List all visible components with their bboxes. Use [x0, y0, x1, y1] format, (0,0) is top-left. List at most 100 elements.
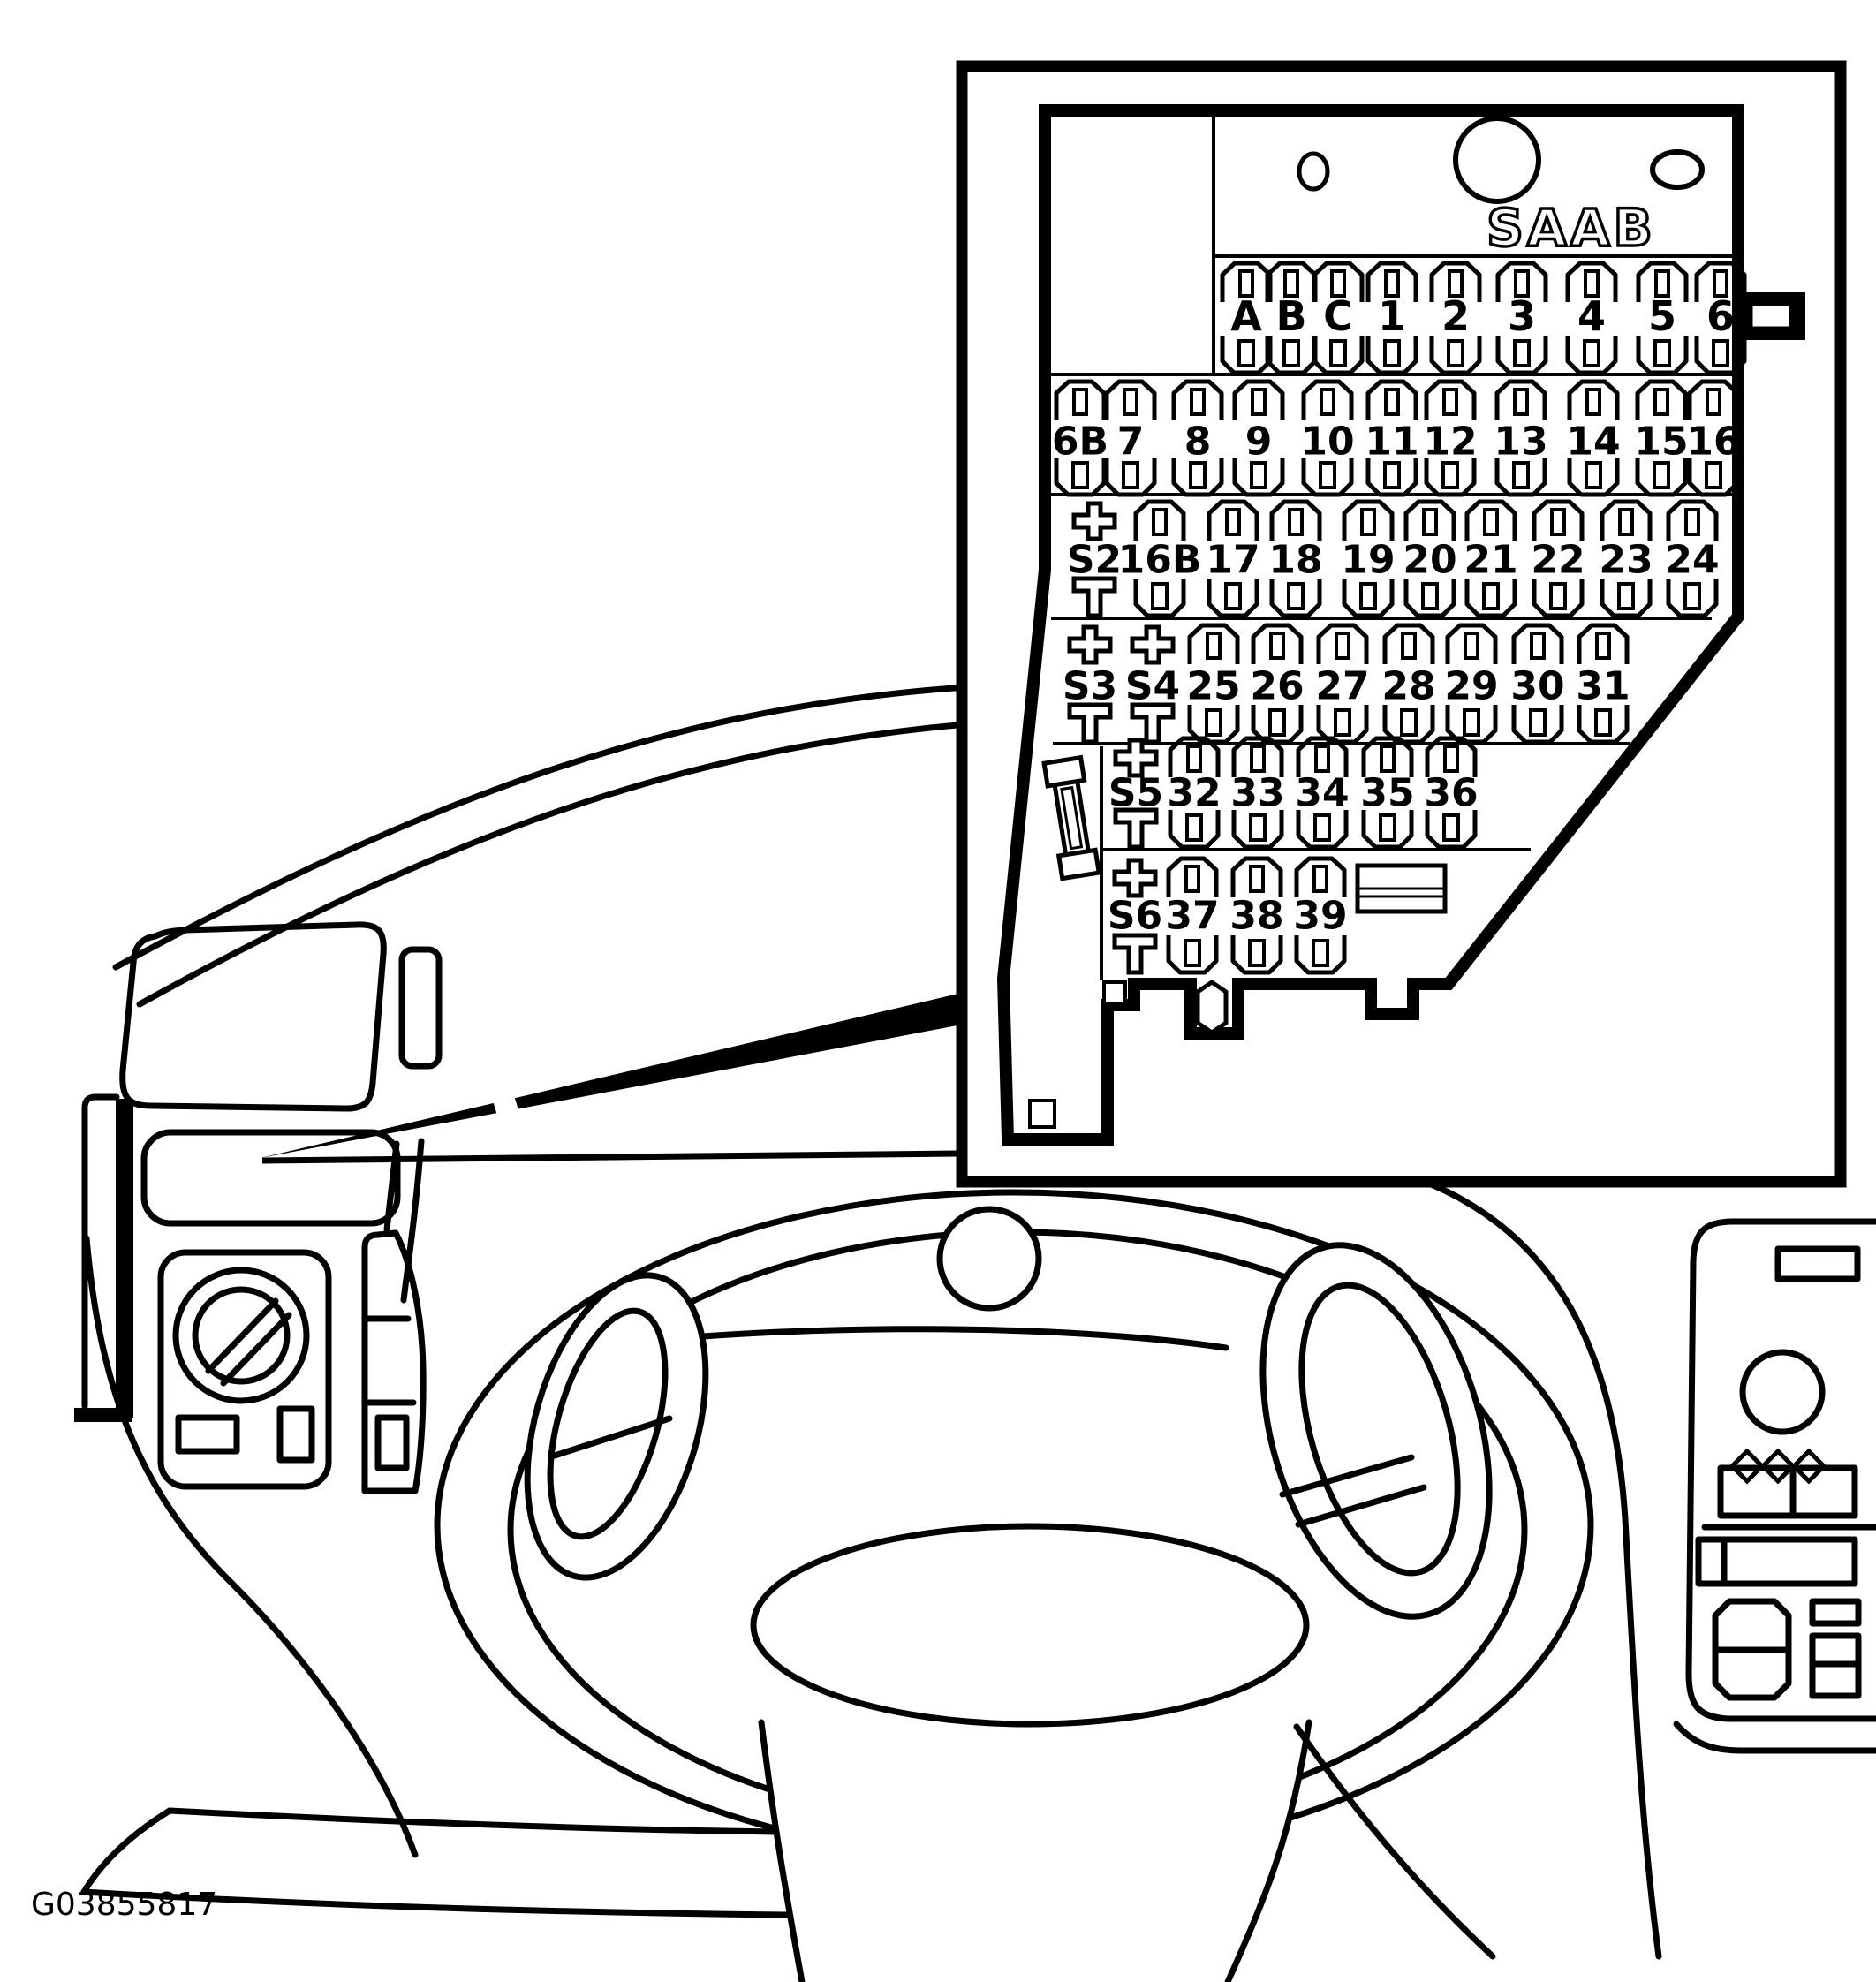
fuse-label-S5: S5 [1108, 771, 1163, 816]
fuse-27: 27 [1315, 623, 1370, 745]
fuse-label-28: 28 [1381, 664, 1435, 709]
knee-bolster-top [166, 1807, 779, 1835]
fuse-28: 28 [1381, 623, 1436, 745]
fuse-label-13: 13 [1494, 420, 1547, 465]
mounting-hexagon [1195, 979, 1229, 1036]
fuse-16B: 16B [1118, 499, 1201, 618]
fuse-4: 4 [1565, 261, 1618, 375]
fuse-label-6B: 6B [1052, 420, 1108, 465]
fuse-36: 36 [1424, 736, 1479, 850]
console-knob [1739, 1349, 1826, 1435]
fuse-2: 2 [1429, 261, 1482, 375]
fuse-37: 37 [1165, 856, 1220, 975]
lower-left-body-curve [83, 1235, 419, 1858]
fuse-12: 12 [1423, 379, 1478, 497]
fuse-label-10: 10 [1300, 420, 1354, 465]
mounting-slot [1102, 980, 1127, 1005]
fuse-label-39: 39 [1293, 894, 1347, 939]
fuse-label-36: 36 [1424, 771, 1478, 816]
fuse-label-5: 5 [1648, 292, 1676, 340]
fuse-label-34: 34 [1295, 771, 1349, 816]
fuse-9: 9 [1232, 379, 1285, 497]
console-diamond-buttons [1728, 1448, 1827, 1485]
fuse-26: 26 [1250, 623, 1305, 745]
pointer-beam-wedge [261, 993, 962, 1158]
instrument-cluster-window [119, 921, 387, 1112]
fuse-8: 8 [1171, 379, 1224, 497]
pointer-beam-lower-line [261, 1150, 959, 1164]
relay-block [1355, 863, 1448, 914]
fuse-11: 11 [1365, 379, 1419, 497]
steering-column-shroud [761, 1722, 1309, 1982]
fuse-39: 39 [1293, 856, 1348, 975]
knee-bolster-bottom [80, 1888, 791, 1918]
knee-bolster-end [80, 1807, 173, 1895]
fuse-label-16: 16 [1686, 420, 1740, 465]
fuse-label-12: 12 [1423, 420, 1477, 465]
fuse-label-S3: S3 [1063, 664, 1117, 709]
switch-knob [192, 1286, 291, 1385]
fuse-label-9: 9 [1245, 420, 1273, 465]
dash-vent-slot [398, 946, 443, 1070]
fuse-20: 20 [1403, 499, 1457, 618]
fuse-label-B: B [1275, 292, 1306, 340]
fuse-22: 22 [1531, 499, 1585, 618]
fuse-label-20: 20 [1403, 538, 1456, 583]
dash-cowl-curve-inner [136, 721, 971, 1008]
fuse-label-6: 6 [1706, 292, 1735, 340]
fuse-32: 32 [1167, 736, 1222, 850]
fuse-10: 10 [1300, 379, 1355, 497]
console-vent-rect [1695, 1536, 1858, 1587]
fuse-C: C [1312, 261, 1365, 375]
fuse-18: 18 [1268, 499, 1323, 618]
fuse-A: A [1220, 261, 1273, 375]
relay-S5: S5 [1108, 738, 1163, 850]
fuse-label-18: 18 [1268, 538, 1322, 583]
console-display [1717, 1464, 1858, 1519]
fuse-7: 7 [1104, 379, 1157, 497]
fuse-label-19: 19 [1341, 538, 1395, 583]
switch-knob-hatch [205, 1297, 292, 1387]
fuse-6: 6 [1694, 261, 1747, 375]
horn-button-circle [936, 1206, 1042, 1312]
fuse-label-37: 37 [1165, 894, 1219, 939]
steering-hub-pad [750, 1523, 1310, 1728]
fuse-15: 15 [1634, 379, 1689, 497]
column-shroud-line-2 [400, 1138, 425, 1304]
dashboard-art [74, 684, 1876, 1982]
steering-column-right-edge [1224, 1719, 1312, 1982]
fuse-5: 5 [1636, 261, 1689, 375]
switch-panel-button-right [276, 1405, 315, 1464]
fuse-34: 34 [1295, 736, 1350, 850]
fuse-label-23: 23 [1599, 538, 1653, 583]
center-console-panel [1673, 1218, 1876, 1754]
console-button-small-top [1809, 1598, 1862, 1627]
fuse-label-26: 26 [1250, 664, 1304, 709]
fuse-24: 24 [1665, 499, 1720, 618]
fuse-14: 14 [1566, 379, 1621, 497]
fuse-label-14: 14 [1566, 420, 1620, 465]
fuse-label-17: 17 [1206, 538, 1259, 583]
fuse-label-33: 33 [1230, 771, 1284, 816]
mounting-square [1028, 1099, 1056, 1129]
fuse-label-25: 25 [1186, 664, 1240, 709]
left-spoke-opening [524, 1272, 709, 1581]
switch-panel [157, 1249, 332, 1490]
steering-column-left-edge [758, 1719, 806, 1982]
fuse-6B: 6B [1052, 379, 1108, 497]
fuse-label-22: 22 [1531, 538, 1585, 583]
fuse-label-32: 32 [1167, 771, 1221, 816]
fuse-21: 21 [1464, 499, 1518, 618]
fuse-1: 1 [1365, 261, 1418, 375]
fuse-label-4: 4 [1577, 292, 1606, 340]
side-panel-edge-outline [81, 1093, 120, 1410]
fuse-13: 13 [1494, 379, 1548, 497]
fuse-label-1: 1 [1378, 292, 1406, 340]
console-outer-contour [1673, 1721, 1876, 1754]
fuse-label-S2: S2 [1067, 538, 1122, 583]
fuse-label-S4: S4 [1125, 664, 1180, 709]
vent-column [361, 1229, 427, 1494]
fuse-30: 30 [1510, 623, 1565, 745]
